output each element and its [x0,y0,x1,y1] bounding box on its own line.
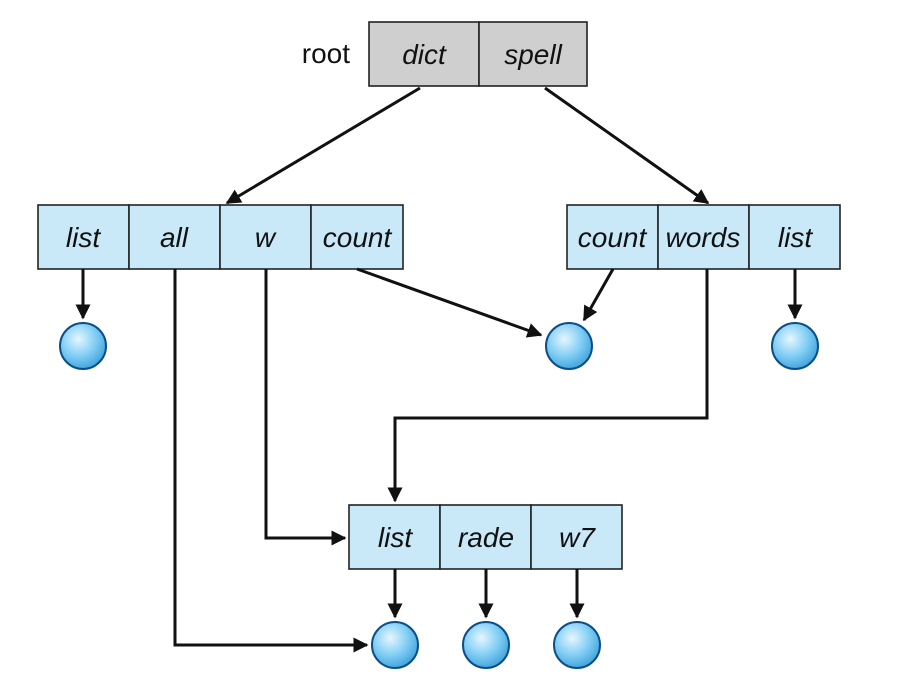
root-entry-spell: spell [504,39,562,70]
file-nodes [59,322,819,669]
dict-entry-w: w [255,222,277,253]
edge-spell-words-subdir [387,269,709,503]
spell-entry-words: words [666,222,741,253]
edge-dict-w-subdir [264,269,347,546]
dict-cell-list [37,204,130,270]
spell-cell-words [657,204,750,270]
file-node-sub-rade [462,621,510,669]
spell-entry-count: count [578,222,648,253]
dict-cell-count [310,204,404,270]
dict-entry-count: count [323,222,393,253]
edge-dict-count-file [356,267,543,338]
edge-spell-count-file [582,268,615,322]
root-entry-dict: dict [402,39,447,70]
edge-root-spell [544,86,710,205]
sub-entry-w7: w7 [559,522,596,553]
root-cell-dict [368,21,480,87]
sub-cell-w7 [530,504,623,570]
dict-entry-list: list [66,222,101,253]
spell-entry-list: list [778,222,813,253]
edge-dict-all-file [173,269,369,653]
file-node-dict-list [59,322,107,370]
dict-entry-all: all [160,222,189,253]
sub-entry-list: list [378,522,413,553]
file-node-shared-count [545,322,593,370]
file-node-sub-list [371,621,419,669]
sub-directory: list rade w7 [348,504,623,570]
root-label: root [302,38,350,69]
file-node-spell-list [771,322,819,370]
root-cell-spell [478,21,588,87]
root-directory: dict spell [368,21,588,87]
sub-cell-list [348,504,441,570]
sub-entry-rade: rade [458,522,514,553]
dict-directory: list all w count [37,204,404,270]
edge-root-dict [225,86,421,205]
spell-directory: count words list [566,204,841,270]
edges [75,86,803,653]
file-node-sub-w7 [553,621,601,669]
